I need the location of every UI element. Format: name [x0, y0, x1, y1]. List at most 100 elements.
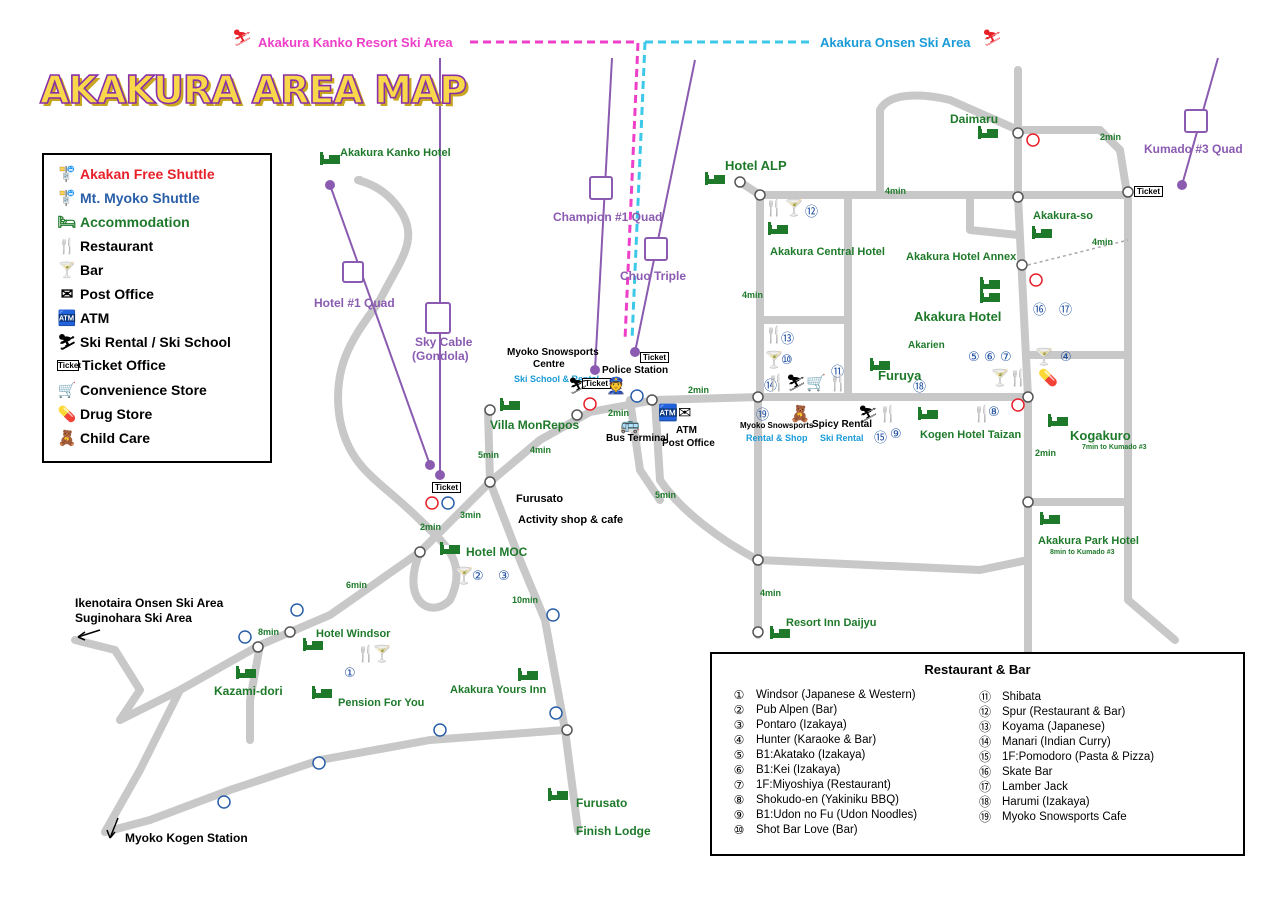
snowsports-shop-label[interactable]: Myoko Snowsports	[740, 421, 814, 430]
hotel-quad-label[interactable]: Hotel #1 Quad	[314, 296, 395, 310]
furuya-label[interactable]: Furuya	[878, 368, 922, 383]
walk-time: 2min	[688, 385, 710, 395]
ticket-office-chuo[interactable]: Ticket	[640, 352, 669, 363]
activity-shop-label[interactable]: Activity shop & cafe	[518, 514, 624, 526]
champion-quad-label[interactable]: Champion #1 Quad	[553, 210, 663, 224]
marker-19[interactable]: ⑲	[756, 408, 770, 423]
ticket-office-centre[interactable]: Ticket	[582, 378, 611, 389]
resort-inn-label[interactable]: Resort Inn Daijyu	[786, 617, 877, 629]
daimaru-label[interactable]: Daimaru	[950, 112, 999, 126]
road-north-loop	[876, 91, 1179, 644]
marker-1[interactable]: ①	[344, 666, 356, 681]
akakura-hotel-label[interactable]: Akakura Hotel	[914, 309, 1002, 324]
marker-7[interactable]: ⑦	[1000, 350, 1012, 365]
hotel-windsor-label[interactable]: Hotel Windsor	[316, 628, 391, 640]
marker-13[interactable]: ⑬	[781, 332, 795, 347]
ticket-office-kumado[interactable]: Ticket	[1134, 186, 1163, 197]
furusato-label[interactable]: Furusato	[576, 796, 628, 810]
myoko-kogen-station-label[interactable]: Myoko Kogen Station	[125, 831, 248, 845]
marker-11[interactable]: ⑪	[831, 365, 845, 380]
suginohara-label[interactable]: Suginohara Ski Area	[75, 611, 192, 625]
chuo-triple-label[interactable]: Chuo Triple	[620, 269, 686, 283]
child-care-icon: 🧸	[57, 430, 77, 447]
ticket-office-gondola[interactable]: Ticket	[432, 482, 461, 493]
kanko-hotel-label[interactable]: Akakura Kanko Hotel	[340, 147, 451, 159]
marker-2[interactable]: ②	[472, 569, 484, 584]
walk-time: 4min	[760, 588, 782, 598]
marker-8[interactable]: ⑧	[988, 405, 1000, 420]
kogakuro-label[interactable]: Kogakuro	[1070, 428, 1131, 443]
yours-inn-label[interactable]: Akakura Yours Inn	[450, 684, 547, 696]
rental-shop-label: Rental & Shop	[746, 433, 808, 443]
hotel-annex-label[interactable]: Akakura Hotel Annex	[906, 251, 1017, 263]
restaurant-icon: 🍴	[764, 200, 784, 217]
hotel-alp-label[interactable]: Hotel ALP	[725, 158, 787, 173]
legend-post-office: ✉Post Office	[54, 285, 154, 303]
central-hotel-label[interactable]: Akakura Central Hotel	[770, 246, 885, 258]
marker-16[interactable]: ⑯	[1033, 303, 1047, 318]
road-yours	[486, 478, 582, 834]
kumado-quad-label[interactable]: Kumado #3 Quad	[1144, 142, 1243, 156]
onsen-ski-area-label[interactable]: Akakura Onsen Ski Area	[820, 35, 971, 50]
restaurant-icon: 🍴	[828, 375, 848, 392]
restaurant-name: Hunter (Karaoke & Bar)	[756, 734, 877, 746]
post-office-label[interactable]: Post Office	[662, 438, 715, 449]
akarien-label[interactable]: Akarien	[908, 340, 945, 351]
restaurant-name: Pontaro (Izakaya)	[756, 719, 847, 731]
walk-time: 2min	[608, 408, 630, 418]
pension-label[interactable]: Pension For You	[338, 697, 425, 709]
park-hotel-label[interactable]: Akakura Park Hotel	[1038, 535, 1139, 547]
police-label[interactable]: Police Station	[602, 365, 669, 376]
furusato-activity-label[interactable]: Furusato	[516, 493, 564, 505]
sky-cable-label[interactable]: Sky Cable	[415, 335, 473, 349]
marker-17[interactable]: ⑰	[1059, 303, 1073, 318]
marker-12[interactable]: ⑫	[805, 205, 819, 220]
marker-10[interactable]: ⑩	[781, 353, 793, 368]
atm-label[interactable]: ATM	[676, 425, 697, 436]
marker-14[interactable]: ⑭	[764, 379, 778, 394]
marker-3[interactable]: ③	[498, 569, 510, 584]
restaurant-icon: 🍴	[356, 646, 376, 663]
akakura-so-label[interactable]: Akakura-so	[1033, 210, 1093, 222]
villa-label[interactable]: Villa MonRepos	[490, 418, 580, 432]
lift-champion	[594, 57, 613, 371]
kazami-dori-label[interactable]: Kazami-dori	[214, 684, 283, 698]
marker-6[interactable]: ⑥	[984, 350, 996, 365]
marker-15[interactable]: ⑮	[874, 431, 888, 446]
hotel-moc-label[interactable]: Hotel MOC	[466, 545, 528, 559]
finish-lodge-label[interactable]: Finish Lodge	[576, 824, 651, 838]
restaurant-name: Spur (Restaurant & Bar)	[1002, 705, 1126, 718]
bus-terminal-label[interactable]: Bus Terminal	[606, 433, 669, 444]
kanko-ski-area-label[interactable]: Akakura Kanko Resort Ski Area	[258, 35, 453, 50]
marker-18[interactable]: ⑱	[913, 380, 927, 395]
marker-9[interactable]: ⑨	[890, 427, 902, 442]
kanko-line	[470, 40, 640, 341]
marker-5[interactable]: ⑤	[968, 350, 980, 365]
ikenotaira-label[interactable]: Ikenotaira Onsen Ski Area	[75, 596, 224, 610]
kogen-taizan-label[interactable]: Kogen Hotel Taizan	[920, 429, 1022, 441]
drug-store-icon: 💊	[57, 406, 77, 423]
spicy-rental-label[interactable]: Spicy Rental	[812, 419, 873, 430]
snowsports-centre-label[interactable]: Myoko Snowsports	[507, 347, 599, 358]
marker-4[interactable]: ④	[1060, 350, 1072, 365]
